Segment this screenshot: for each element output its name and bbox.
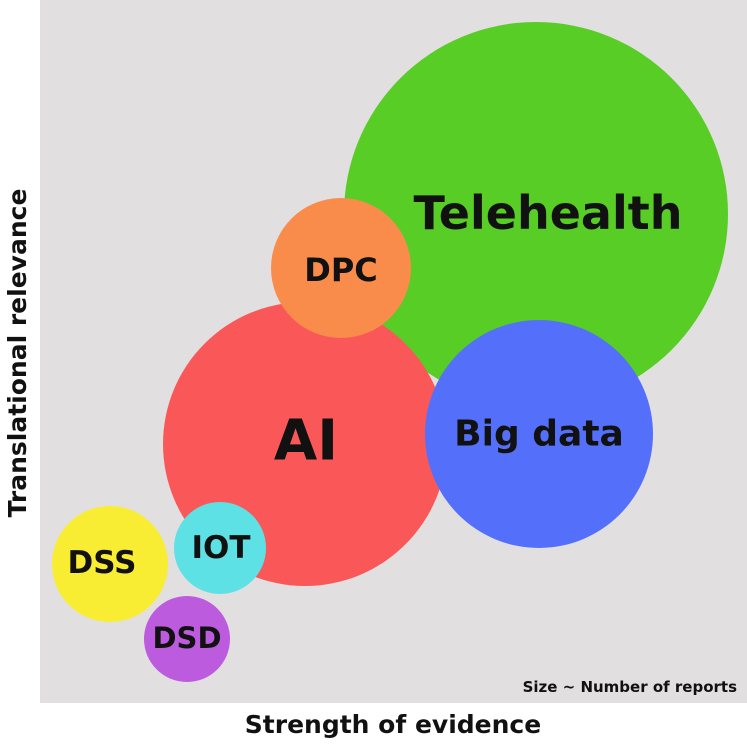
label-dpc: DPC bbox=[304, 251, 378, 289]
size-legend-note: Size ~ Number of reports bbox=[523, 678, 737, 696]
label-telehealth: Telehealth bbox=[414, 186, 683, 240]
bubble-telehealth bbox=[344, 22, 728, 406]
bubble-dsd bbox=[144, 596, 230, 682]
label-dsd: DSD bbox=[152, 621, 221, 655]
label-iot: IOT bbox=[191, 530, 250, 566]
bubble-iot bbox=[174, 502, 266, 594]
label-dss: DSS bbox=[68, 545, 137, 581]
x-axis-label: Strength of evidence bbox=[245, 710, 541, 739]
bubble-dss bbox=[52, 506, 168, 622]
label-ai: AI bbox=[274, 409, 338, 474]
bubble-big-data bbox=[425, 320, 653, 548]
bubble-dpc bbox=[271, 198, 411, 338]
label-big-data: Big data bbox=[454, 414, 624, 455]
y-axis-label: Translational relevance bbox=[3, 189, 32, 518]
